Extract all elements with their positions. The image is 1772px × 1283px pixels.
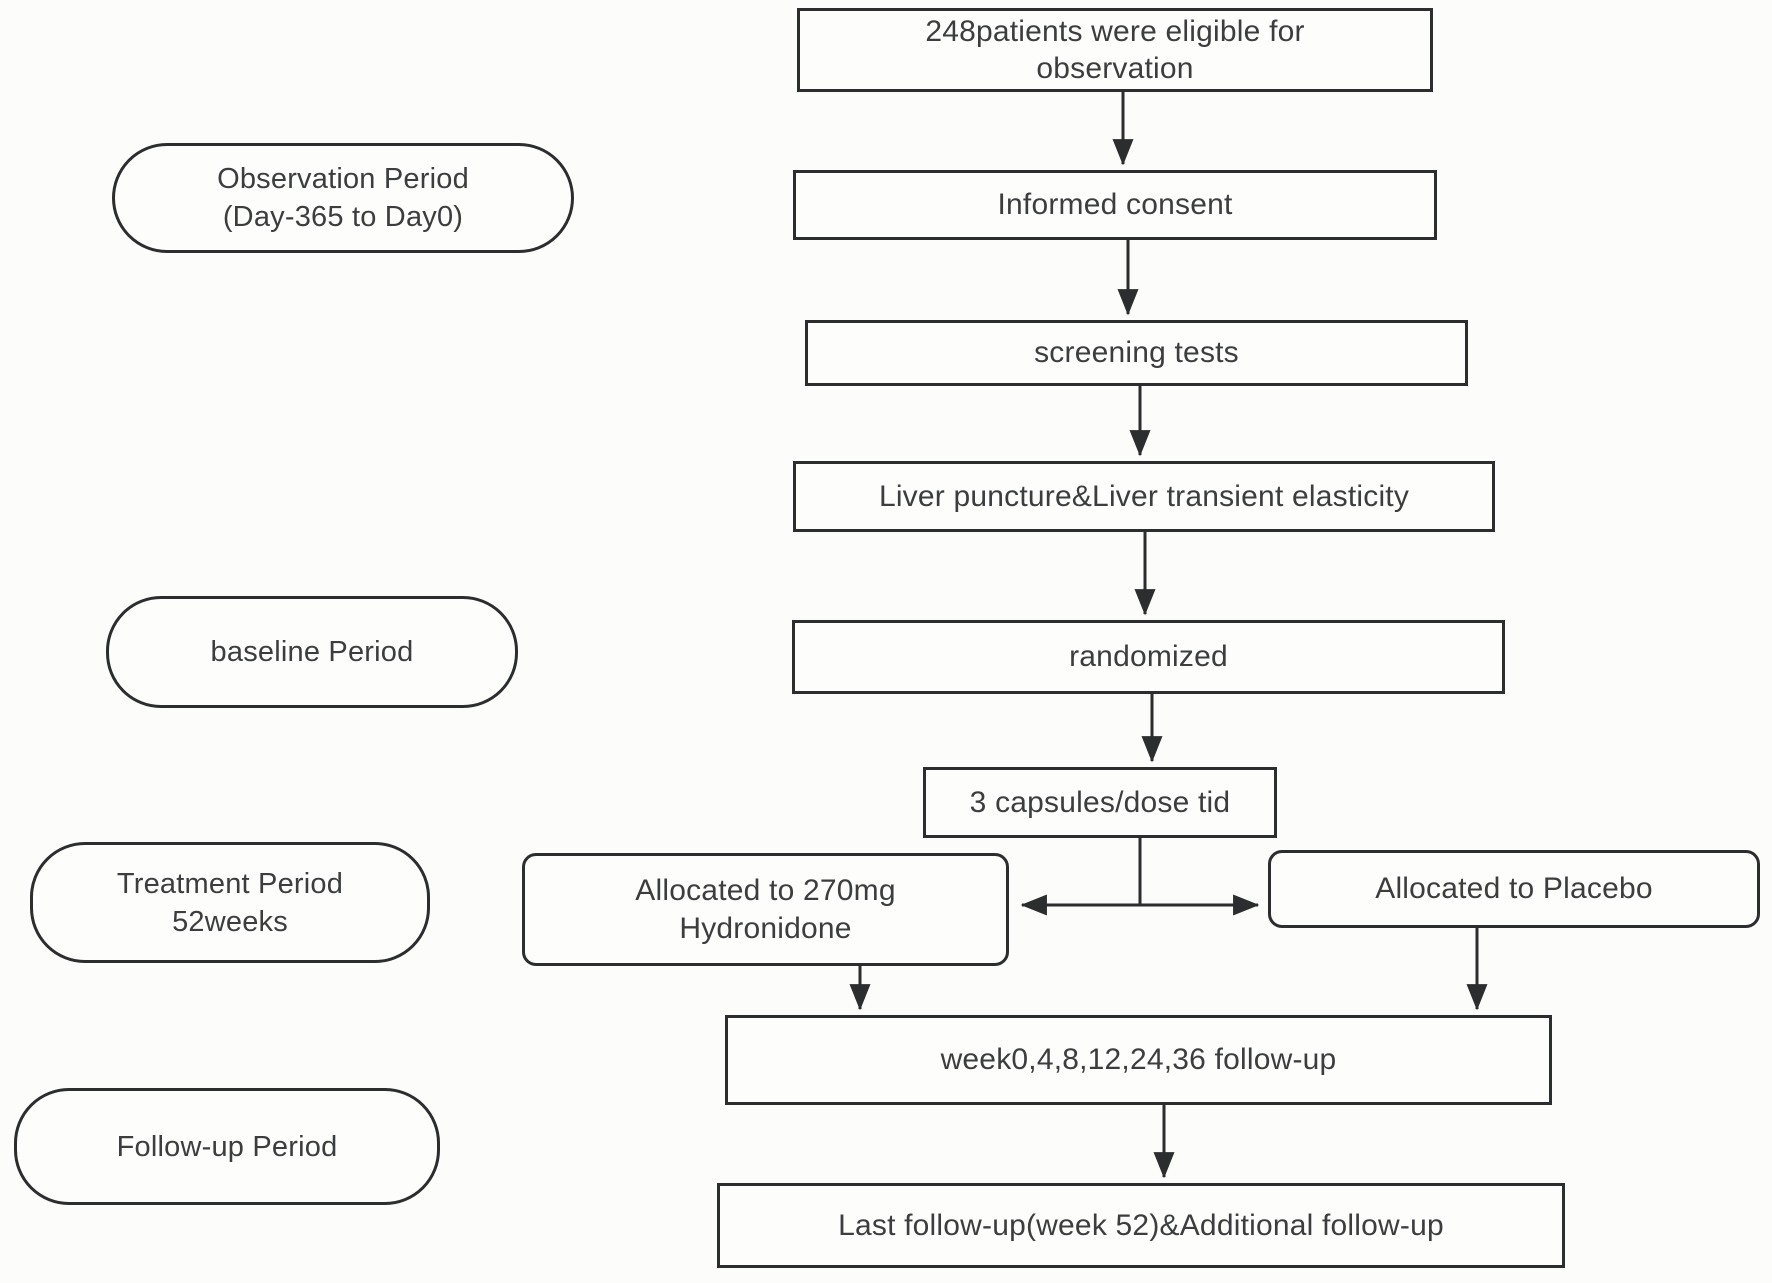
node-informed-consent: Informed consent [793,170,1437,240]
node-text: Hydronidone [679,911,852,945]
node-text: randomized [1069,640,1228,673]
side-label-text: 52weeks [172,905,288,938]
node-allocated-placebo: Allocated to Placebo [1268,850,1760,928]
side-label-text: (Day-365 to Day0) [222,201,464,233]
node-randomized: randomized [792,620,1505,694]
side-label-text: Observation Period [217,163,469,195]
node-text: week0,4,8,12,24,36 follow-up [940,1043,1337,1076]
node-text: Liver puncture&Liver transient elasticit… [878,479,1410,513]
side-label-follow-up-period: Follow-up Period [14,1088,440,1205]
node-text: 3 capsules/dose tid [969,785,1231,819]
node-eligible-patients: 248patients were eligible for observatio… [797,8,1433,92]
node-last-follow-up: Last follow-up(week 52)&Additional follo… [717,1183,1565,1268]
side-label-baseline-period: baseline Period [106,596,518,708]
node-text: 248patients were eligible for [925,15,1305,48]
side-label-text: Treatment Period [116,867,344,900]
side-label-text: baseline Period [210,636,414,668]
node-liver-puncture: Liver puncture&Liver transient elasticit… [793,461,1495,532]
node-week-follow-up: week0,4,8,12,24,36 follow-up [725,1015,1552,1105]
node-allocated-hydronidone: Allocated to 270mg Hydronidone [522,853,1009,966]
node-capsules-dose: 3 capsules/dose tid [923,767,1277,838]
side-label-treatment-period: Treatment Period 52weeks [30,842,430,963]
node-text: observation [1036,52,1194,85]
node-text: Last follow-up(week 52)&Additional follo… [838,1208,1444,1242]
node-text: Informed consent [997,188,1233,221]
node-text: screening tests [1034,336,1239,369]
node-screening-tests: screening tests [805,320,1468,386]
side-label-text: Follow-up Period [116,1130,338,1163]
node-text: Allocated to Placebo [1375,872,1653,905]
side-label-observation-period: Observation Period (Day-365 to Day0) [112,143,574,253]
node-text: Allocated to 270mg [635,873,896,907]
